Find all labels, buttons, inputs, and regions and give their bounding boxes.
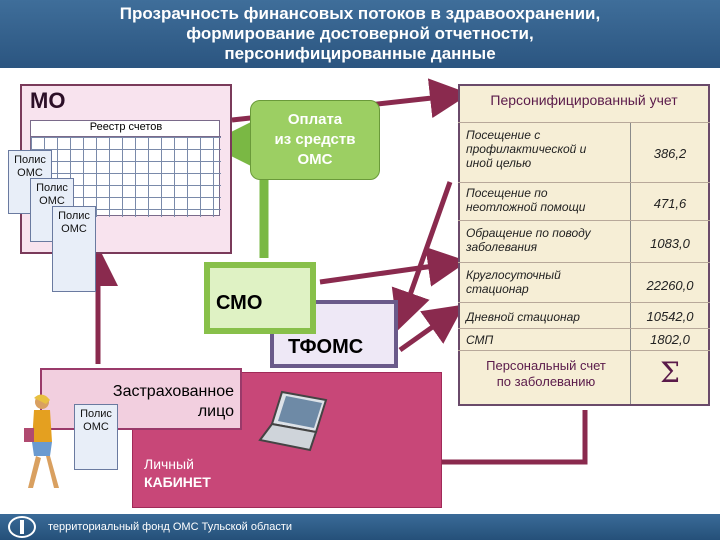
insured-line2: лицо	[197, 403, 234, 420]
row-label-6: СМП	[466, 333, 626, 347]
row-1-text-2: профилактической и	[466, 142, 587, 156]
row-value-1: 386,2	[653, 146, 687, 161]
footer-text: территориальный фонд ОМС Тульской област…	[48, 521, 292, 533]
insured-policy-card: Полис ОМС	[74, 404, 118, 470]
smo-label: СМО	[216, 292, 263, 314]
row-value-5: 10542,0	[646, 309, 694, 324]
row-2-text-1: Посещение по	[466, 186, 548, 200]
policy-card-1-line1: Полис	[14, 154, 46, 166]
cabinet-line2: КАБИНЕТ	[144, 474, 211, 490]
cabinet-line1: Личный	[144, 456, 194, 472]
walking-woman-icon	[24, 394, 59, 488]
slide-title: Прозрачность финансовых потоков в здраво…	[0, 0, 720, 68]
row-label-4: Круглосуточный стационар	[466, 268, 626, 296]
mo-title: МО	[30, 88, 66, 113]
row-divider	[458, 182, 710, 183]
panel-divider	[630, 122, 631, 404]
row-value-2: 471,6	[653, 196, 687, 211]
row-3-text-2: заболевания	[466, 240, 538, 254]
title-line-1: Прозрачность финансовых потоков в здраво…	[119, 4, 601, 23]
policy-card-3-line1: Полис	[58, 210, 90, 222]
row-divider	[458, 350, 710, 351]
row-divider	[458, 262, 710, 263]
registry-title: Реестр счетов	[31, 121, 221, 137]
policy-card-2-line1: Полис	[36, 182, 68, 194]
insured-person-block	[40, 368, 242, 430]
smo-block: СМО	[204, 262, 316, 334]
tfoms-label: ТФОМС	[288, 336, 364, 358]
row-1-text-1: Посещение с	[466, 128, 541, 142]
row-6-text-1: СМП	[466, 333, 494, 347]
payment-line3: ОМС	[297, 151, 333, 168]
row-divider	[458, 122, 710, 123]
row-2-text-2: неотложной помощи	[466, 200, 586, 214]
title-line-3: персонифицированные данные	[224, 44, 496, 63]
row-label-1: Посещение с профилактической и иной цель…	[466, 128, 626, 170]
row-divider	[458, 220, 710, 221]
row-divider	[458, 328, 710, 329]
row-label-3: Обращение по поводу заболевания	[466, 226, 626, 254]
insured-line1: Застрахованное	[112, 383, 234, 400]
title-line-2: формирование достоверной отчетности,	[186, 24, 534, 43]
arrow-smo-to-panel	[319, 246, 468, 287]
payment-line2: из средств	[274, 131, 356, 148]
fund-logo-icon	[8, 516, 36, 538]
payment-line1: Оплата	[287, 111, 343, 128]
row-label-5: Дневной стационар	[466, 310, 626, 324]
personalized-accounting-panel	[458, 84, 710, 406]
policy-card-2-line2: ОМС	[39, 195, 65, 207]
arrow-panel-to-tfoms	[391, 181, 453, 331]
row-3-text-1: Обращение по поводу	[466, 226, 591, 240]
payment-block: Оплата из средств ОМС	[250, 100, 380, 180]
sigma-symbol: Σ	[660, 356, 680, 389]
policy-card-3-line2: ОМС	[61, 223, 87, 235]
insured-person-label: Застрахованное лицо	[74, 382, 234, 422]
row-1-text-3: иной целью	[466, 156, 532, 170]
cabinet-label: Личный КАБИНЕТ	[144, 455, 211, 491]
insured-policy-line1: Полис	[80, 408, 112, 420]
row-label-2: Посещение по неотложной помощи	[466, 186, 626, 214]
summary-line-1: Персональный счет	[486, 358, 606, 373]
row-value-3: 1083,0	[650, 236, 690, 251]
policy-card-1-line2: ОМС	[17, 167, 43, 179]
footer-bar: территориальный фонд ОМС Тульской област…	[0, 514, 720, 540]
row-4-text-1: Круглосуточный	[466, 268, 561, 282]
row-value-6: 1802,0	[650, 332, 690, 347]
laptop-icon	[258, 390, 328, 452]
personal-account-label: Персональный счет по заболеванию	[466, 358, 626, 390]
row-divider	[458, 302, 710, 303]
arrow-tfoms-to-panel	[398, 304, 465, 353]
row-4-text-2: стационар	[466, 282, 529, 296]
summary-line-2: по заболеванию	[496, 374, 596, 389]
panel-title: Персонифицированный учет	[490, 92, 678, 108]
row-value-4: 22260,0	[646, 278, 694, 293]
row-5-text-1: Дневной стационар	[466, 310, 580, 324]
policy-card-3: Полис ОМС	[52, 206, 96, 292]
insured-policy-line2: ОМС	[83, 421, 109, 433]
